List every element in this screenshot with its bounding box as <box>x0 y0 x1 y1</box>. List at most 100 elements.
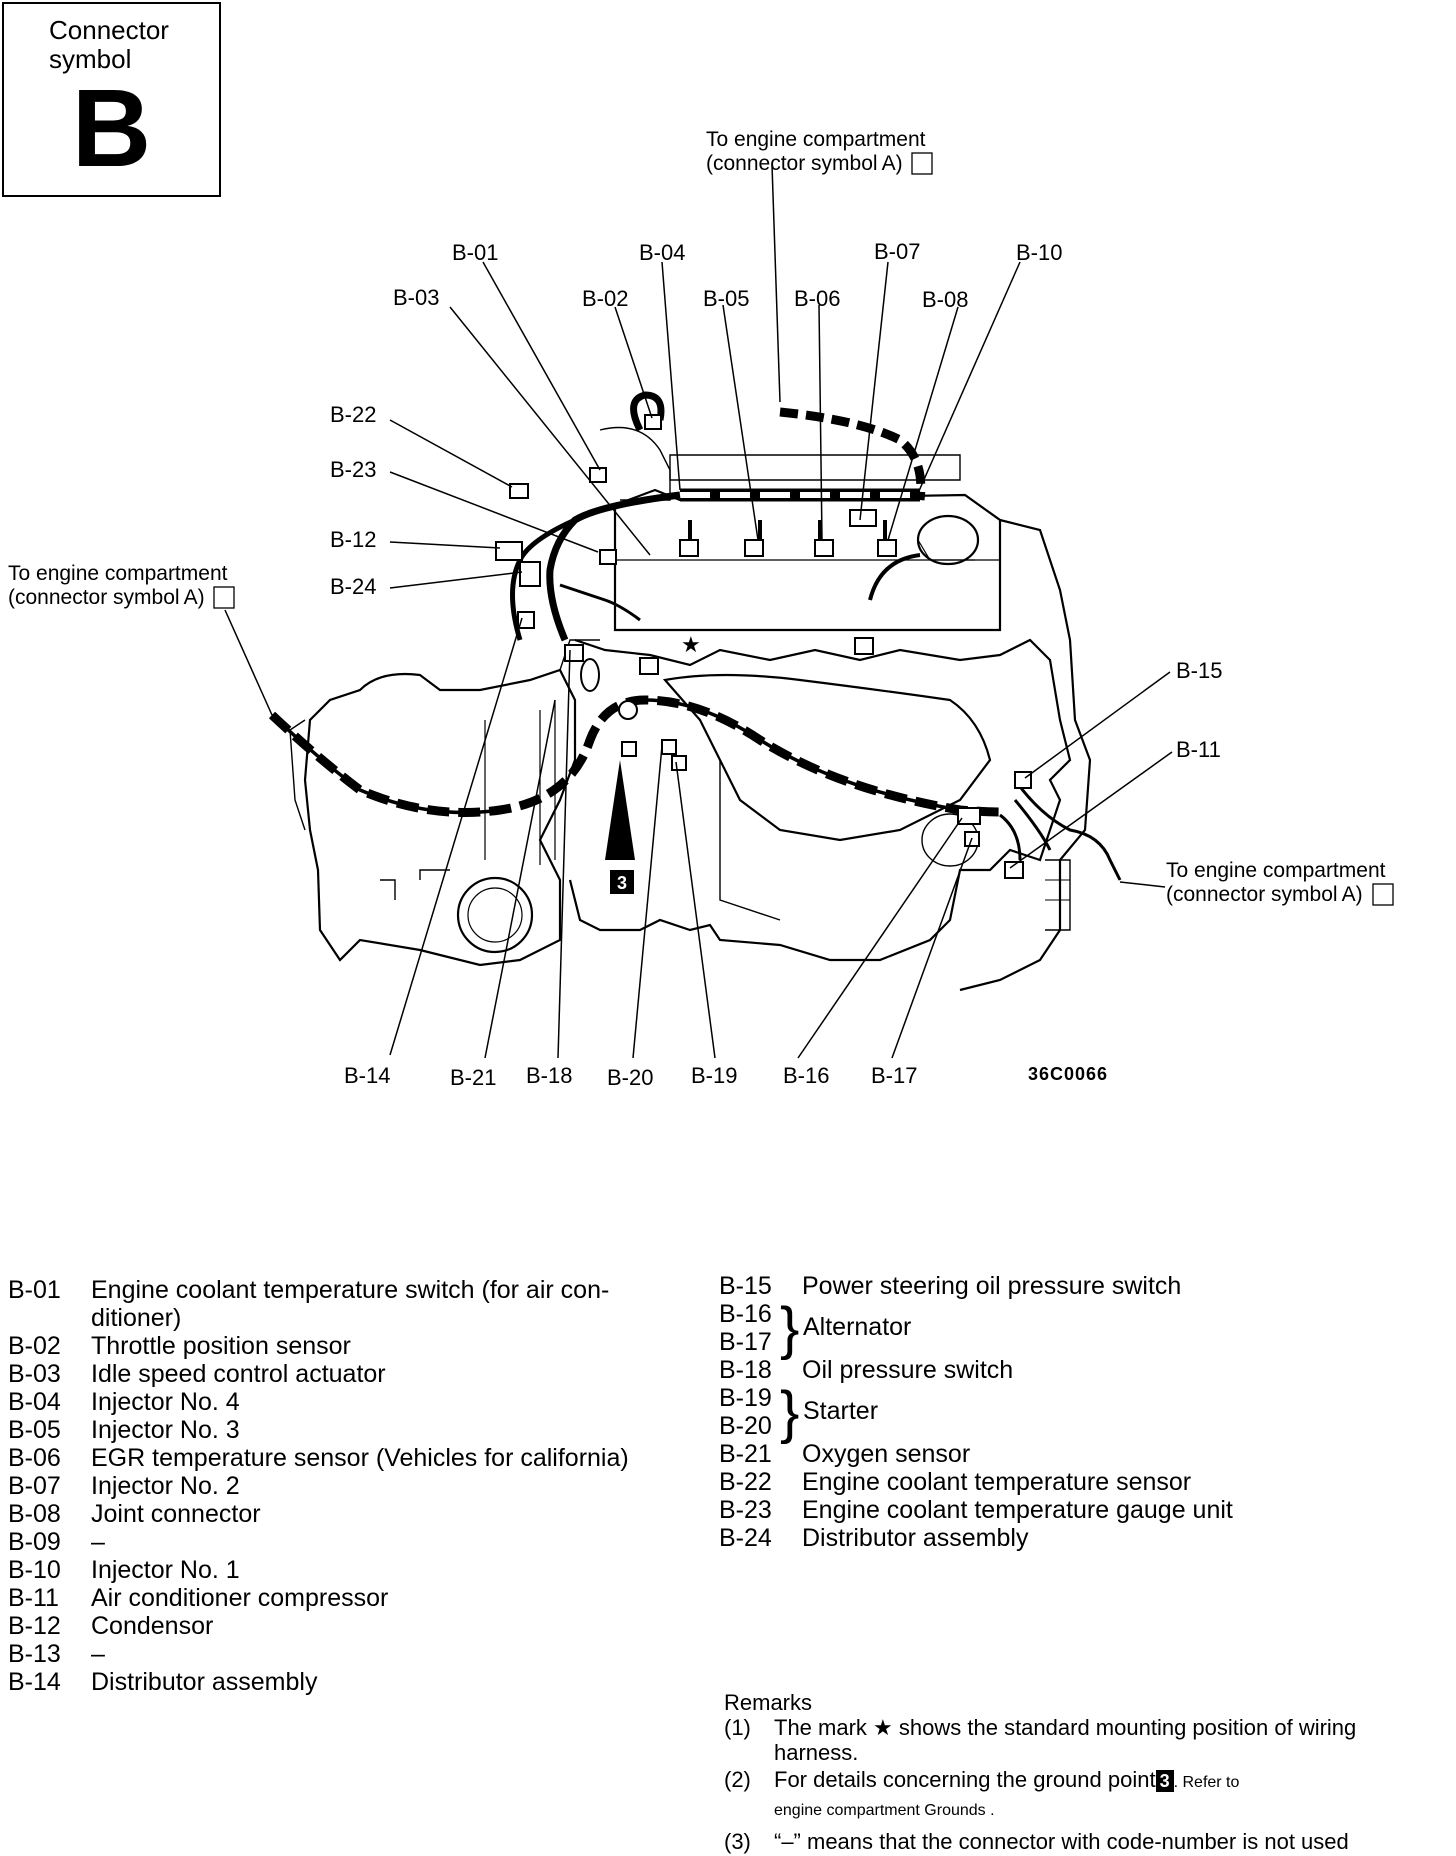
legend-text: Distributor assembly <box>802 1524 1029 1552</box>
legend-row: B-01 Engine coolant temperature switch (f… <box>8 1276 708 1304</box>
remark-text-a: The mark <box>774 1715 867 1740</box>
brace-label-alternator: Alternator <box>803 1313 912 1341</box>
callout-label: B-05 <box>703 286 749 311</box>
note-right-close: ) <box>1356 883 1363 906</box>
legend-left: B-01 Engine coolant temperature switch (f… <box>8 1276 708 1696</box>
brace-label-starter: Starter <box>803 1397 879 1425</box>
callout-label: B-14 <box>344 1063 390 1088</box>
legend-code: B-14 <box>8 1668 61 1696</box>
remark-item: (1) The mark ★ shows the standard mounti… <box>724 1715 1440 1765</box>
legend-text: – <box>91 1640 105 1668</box>
remark-number: (3) <box>724 1829 751 1854</box>
legend-text: Oxygen sensor <box>802 1440 971 1468</box>
remark-item: (2) For details concerning the ground po… <box>724 1767 1440 1823</box>
note-left-line2-text: (connector symbol <box>8 586 180 609</box>
remark-text-a: For details concerning the ground point <box>774 1767 1156 1792</box>
remark-item: (3) “–” means that the connector with co… <box>724 1829 1440 1854</box>
legend-row: B-18 Oil pressure switch <box>719 1356 1419 1384</box>
connector-symbol-letter: B <box>71 67 152 190</box>
callout-label: B-03 <box>393 285 439 310</box>
remarks-title: Remarks <box>724 1690 813 1715</box>
callout-label: B-06 <box>794 286 840 311</box>
legend-text: Injector No. 3 <box>91 1416 240 1444</box>
star-icon: ★ <box>873 1715 893 1740</box>
legend-text: Injector No. 1 <box>91 1556 240 1584</box>
legend-row: B-20 <box>719 1412 1419 1440</box>
note-left-line1: To engine compartment <box>8 562 228 585</box>
legend-code: B-16 <box>719 1300 772 1328</box>
legend-row: B-14 Distributor assembly <box>8 1668 708 1696</box>
note-top-line1: To engine compartment <box>706 128 926 151</box>
legend-text: Engine coolant temperature gauge unit <box>802 1496 1233 1524</box>
mounting-star-icon: ★ <box>681 632 701 657</box>
callout-labels: B-01 B-02 B-03 B-04 B-05 B-06 B-07 B-08 … <box>330 239 1222 1090</box>
remark-text-b: shows the standard mounting position of … <box>774 1715 1357 1765</box>
callout-label: B-23 <box>330 457 376 482</box>
callout-label: B-10 <box>1016 240 1062 265</box>
connector-symbol-box: Connector symbol B <box>2 2 221 197</box>
ground-point-badge: 3 <box>1155 1770 1174 1792</box>
legend-row: B-23 Engine coolant temperature gauge uni… <box>719 1496 1419 1524</box>
legend-text: Distributor assembly <box>91 1668 318 1696</box>
engine-outline <box>289 426 1092 992</box>
connectors <box>495 414 1032 879</box>
engine-wiring-diagram: ★ 3 B-01 B-02 B-03 <box>8 128 1394 1090</box>
legend-row: B-21 Oxygen sensor <box>719 1440 1419 1468</box>
callout-label: B-19 <box>691 1063 737 1088</box>
legend-code: B-07 <box>8 1472 61 1500</box>
legend-code: B-04 <box>8 1388 61 1416</box>
legend-code: B-02 <box>8 1332 61 1360</box>
note-left-boxed: A <box>184 586 198 609</box>
legend-code: B-21 <box>719 1440 772 1468</box>
legend-text: Throttle position sensor <box>91 1332 351 1360</box>
legend-code: B-13 <box>8 1640 61 1668</box>
legend-text: EGR temperature sensor (Vehicles for cal… <box>91 1444 629 1472</box>
legend-row: B-17 <box>719 1328 1419 1356</box>
legend-text: ditioner) <box>91 1304 182 1332</box>
caption-line-2: symbol <box>49 44 132 74</box>
brace-b19-b20: } <box>780 1380 800 1445</box>
connector-symbol-caption: Connector symbol <box>49 16 169 74</box>
callout-label: B-01 <box>452 240 498 265</box>
callout-label: B-16 <box>783 1063 829 1088</box>
remark-text-b: . Refer to <box>1173 1774 1240 1791</box>
legend-code: B-12 <box>8 1612 61 1640</box>
legend-row: B-19 <box>719 1384 1419 1412</box>
legend-code: B-23 <box>719 1496 772 1524</box>
legend-code: B-17 <box>719 1328 772 1356</box>
callout-label: B-17 <box>871 1063 917 1088</box>
ground-point-number: 3 <box>617 873 627 893</box>
caption-line-1: Connector <box>49 15 169 45</box>
note-top-boxed: A <box>882 152 896 175</box>
callout-label: B-11 <box>1176 737 1221 762</box>
legend-text: Engine coolant temperature switch (for a… <box>91 1276 610 1304</box>
legend-code: B-09 <box>8 1528 61 1556</box>
legend-code <box>8 1304 91 1332</box>
legend-code: B-18 <box>719 1356 772 1384</box>
legend-code: B-15 <box>719 1272 772 1300</box>
legend-text: Oil pressure switch <box>802 1356 1014 1384</box>
brace-b16-b17: } <box>780 1296 800 1361</box>
callout-label: B-24 <box>330 574 376 599</box>
callout-label: B-02 <box>582 286 628 311</box>
legend-code: B-24 <box>719 1524 772 1552</box>
note-top-close: ) <box>896 152 903 175</box>
legend-text: Joint connector <box>91 1500 261 1528</box>
diagram-code: 36C0066 <box>1028 1064 1108 1084</box>
callout-label: B-22 <box>330 402 376 427</box>
note-left-close: ) <box>198 586 205 609</box>
legend-code: B-01 <box>8 1276 61 1304</box>
legend-text: Idle speed control actuator <box>91 1360 386 1388</box>
callout-label: B-18 <box>526 1063 572 1088</box>
